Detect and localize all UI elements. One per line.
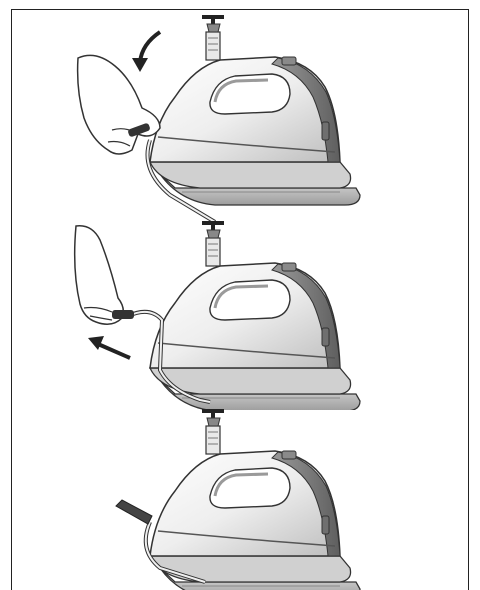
step-1-illustration — [0, 0, 480, 230]
iron-illustration — [150, 411, 360, 590]
step-2-illustration — [0, 220, 480, 410]
hand — [75, 226, 124, 324]
iron-illustration — [150, 223, 360, 410]
lock-tab — [116, 500, 152, 524]
rotate-down-arrow — [140, 32, 160, 62]
pull-left-arrow — [98, 344, 130, 358]
iron-illustration — [150, 17, 360, 205]
hand — [78, 55, 160, 154]
step-3-illustration — [0, 400, 480, 590]
